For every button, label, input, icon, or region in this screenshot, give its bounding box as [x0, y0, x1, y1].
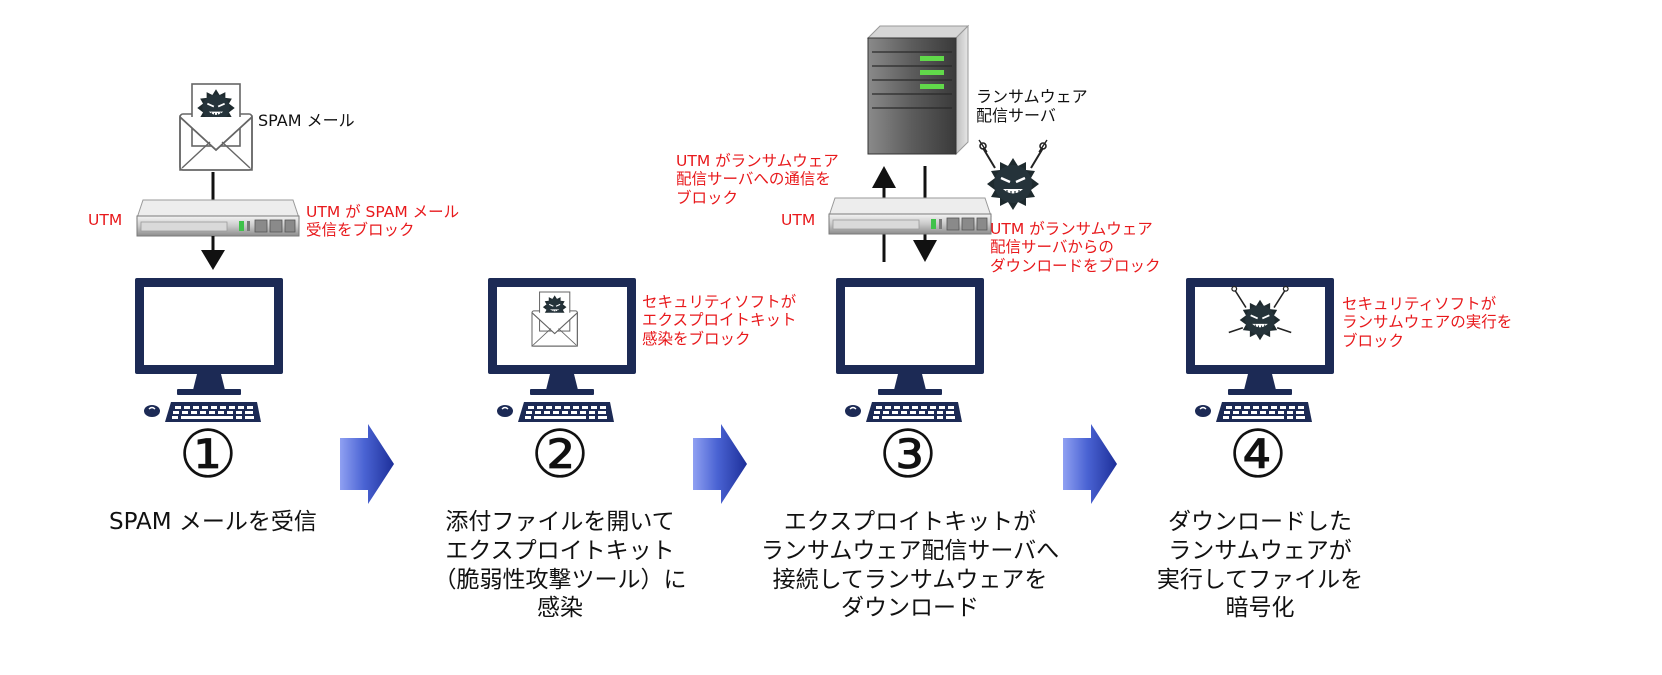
step-number-2: ②	[530, 416, 590, 493]
pc-4	[1185, 277, 1335, 423]
caption-line: 実行してファイルを	[1156, 566, 1364, 593]
ransomware-on-pc-icon	[1228, 285, 1292, 342]
caption-line: ダウンロード	[841, 595, 979, 622]
caption-line: 接続してランサムウェアを	[772, 566, 1048, 593]
caption-line: （脆弱性攻撃ツール）に	[433, 566, 687, 593]
step-number-1: ①	[178, 416, 238, 493]
note-line: セキュリティソフトが	[1342, 295, 1497, 313]
note-utm-blocks-download: UTM がランサムウェア 配信サーバからの ダウンロードをブロック	[990, 220, 1161, 275]
utm-device-1	[136, 199, 300, 237]
caption-line: ダウンロードした	[1168, 509, 1352, 535]
note-line: 受信をブロック	[306, 221, 415, 240]
step-caption-3: エクスプロイトキットが ランサムウェア配信サーバへ 接続してランサムウェアを ダ…	[740, 508, 1080, 623]
caption-line: 暗号化	[1225, 595, 1295, 622]
note-line: ランサムウェアの実行を	[1342, 313, 1513, 332]
note-sec-blocks-exec: セキュリティソフトが ランサムウェアの実行を ブロック	[1342, 295, 1512, 350]
ransomware-virus-icon	[978, 139, 1048, 212]
note-line: UTM がランサムウェア	[990, 220, 1153, 238]
utm-label-2: UTM	[781, 211, 815, 229]
note-utm-blocks-comm: UTM がランサムウェア 配信サーバへの通信を ブロック	[676, 152, 839, 207]
server-icon	[866, 24, 970, 156]
arrow-head-down-2	[913, 240, 937, 262]
note-line: 配信サーバへの通信を	[676, 170, 831, 189]
utm-label-text: UTM	[781, 211, 816, 229]
pc-1	[134, 277, 284, 423]
note-line: エクスプロイトキット	[642, 311, 797, 330]
step-arrow-1	[340, 424, 394, 504]
step-arrow-3	[1063, 424, 1117, 504]
note-line: ブロック	[1342, 331, 1405, 350]
step-number-4: ④	[1228, 416, 1288, 493]
server-label-line: 配信サーバ	[976, 105, 1056, 125]
caption-line: 感染	[537, 595, 583, 622]
caption-line: エクスプロイトキットが	[783, 509, 1037, 535]
caption-line: エクスプロイトキット	[445, 537, 675, 564]
caption-line: 添付ファイルを開いて	[445, 509, 675, 535]
note-line: UTM が SPAM メール	[306, 203, 460, 221]
spam-mail-icon	[180, 84, 252, 170]
note-line: ブロック	[676, 188, 739, 207]
note-sec-blocks-exploit: セキュリティソフトが エクスプロイトキット 感染をブロック	[642, 293, 797, 348]
caption-line: SPAM メールを受信	[109, 509, 317, 535]
step-caption-2: 添付ファイルを開いて エクスプロイトキット （脆弱性攻撃ツール）に 感染	[405, 508, 715, 623]
spam-mail-label-text: SPAM メール	[258, 111, 355, 130]
note-line: UTM がランサムウェア	[676, 152, 839, 170]
utm-label-1: UTM	[88, 211, 122, 229]
arrow-head-down-1	[201, 250, 225, 270]
note-line: 感染をブロック	[642, 329, 751, 348]
note-line: セキュリティソフトが	[642, 293, 797, 311]
spam-mail-label: SPAM メール	[258, 111, 355, 131]
step-caption-1: SPAM メールを受信	[58, 508, 368, 537]
ransomware-server-label: ランサムウェア 配信サーバ	[976, 87, 1088, 126]
step-caption-4: ダウンロードした ランサムウェアが 実行してファイルを 暗号化	[1105, 508, 1415, 623]
step-number-3: ③	[878, 416, 938, 493]
arrow-head-up	[872, 166, 896, 188]
step-arrow-2	[693, 424, 747, 504]
utm-label-text: UTM	[88, 211, 123, 229]
note-line: 配信サーバからの	[990, 238, 1114, 257]
note-utm-blocks-spam: UTM が SPAM メール 受信をブロック	[306, 203, 459, 240]
pc-3	[835, 277, 985, 423]
note-line: ダウンロードをブロック	[990, 256, 1161, 275]
utm-device-2	[828, 197, 992, 235]
caption-line: ランサムウェアが	[1168, 537, 1352, 564]
caption-line: ランサムウェア配信サーバへ	[760, 537, 1060, 564]
server-label-line: ランサムウェア	[976, 87, 1088, 106]
